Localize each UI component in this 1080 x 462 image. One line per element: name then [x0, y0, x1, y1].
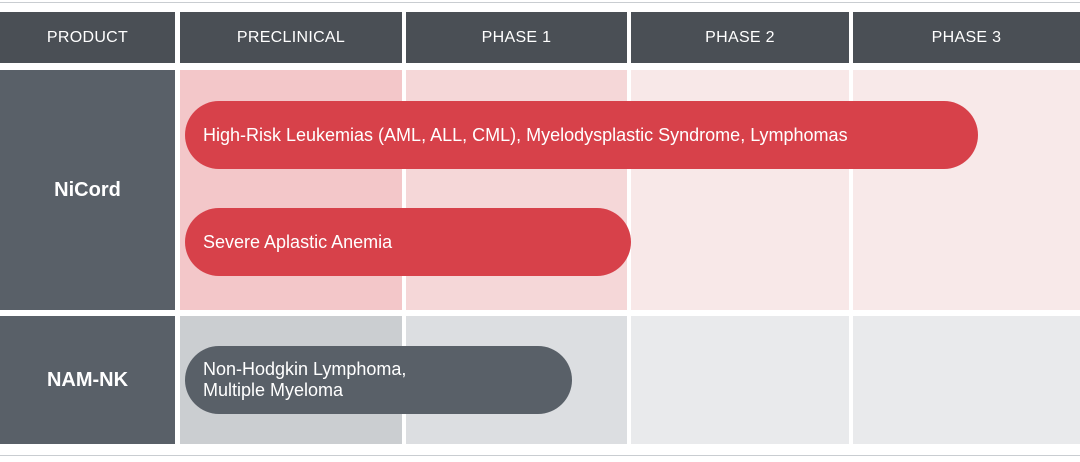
header-phase-3: PHASE 3 [853, 12, 1080, 63]
header-phase-1: PHASE 1 [406, 12, 627, 63]
product-nam-nk: NAM-NK [0, 316, 175, 444]
phase-cell-phase-2 [631, 316, 849, 444]
pipeline-bar: Non-Hodgkin Lymphoma, Multiple Myeloma [185, 346, 572, 414]
product-nicord: NiCord [0, 70, 175, 310]
pipeline-bar: Severe Aplastic Anemia [185, 208, 631, 276]
phase-cell-phase-3 [853, 316, 1080, 444]
pipeline-bar: High-Risk Leukemias (AML, ALL, CML), Mye… [185, 101, 978, 169]
header-product: PRODUCT [0, 12, 175, 63]
header-phase-2: PHASE 2 [631, 12, 849, 63]
top-rule [0, 2, 1080, 3]
bottom-rule [0, 455, 1080, 456]
header-preclinical: PRECLINICAL [180, 12, 402, 63]
